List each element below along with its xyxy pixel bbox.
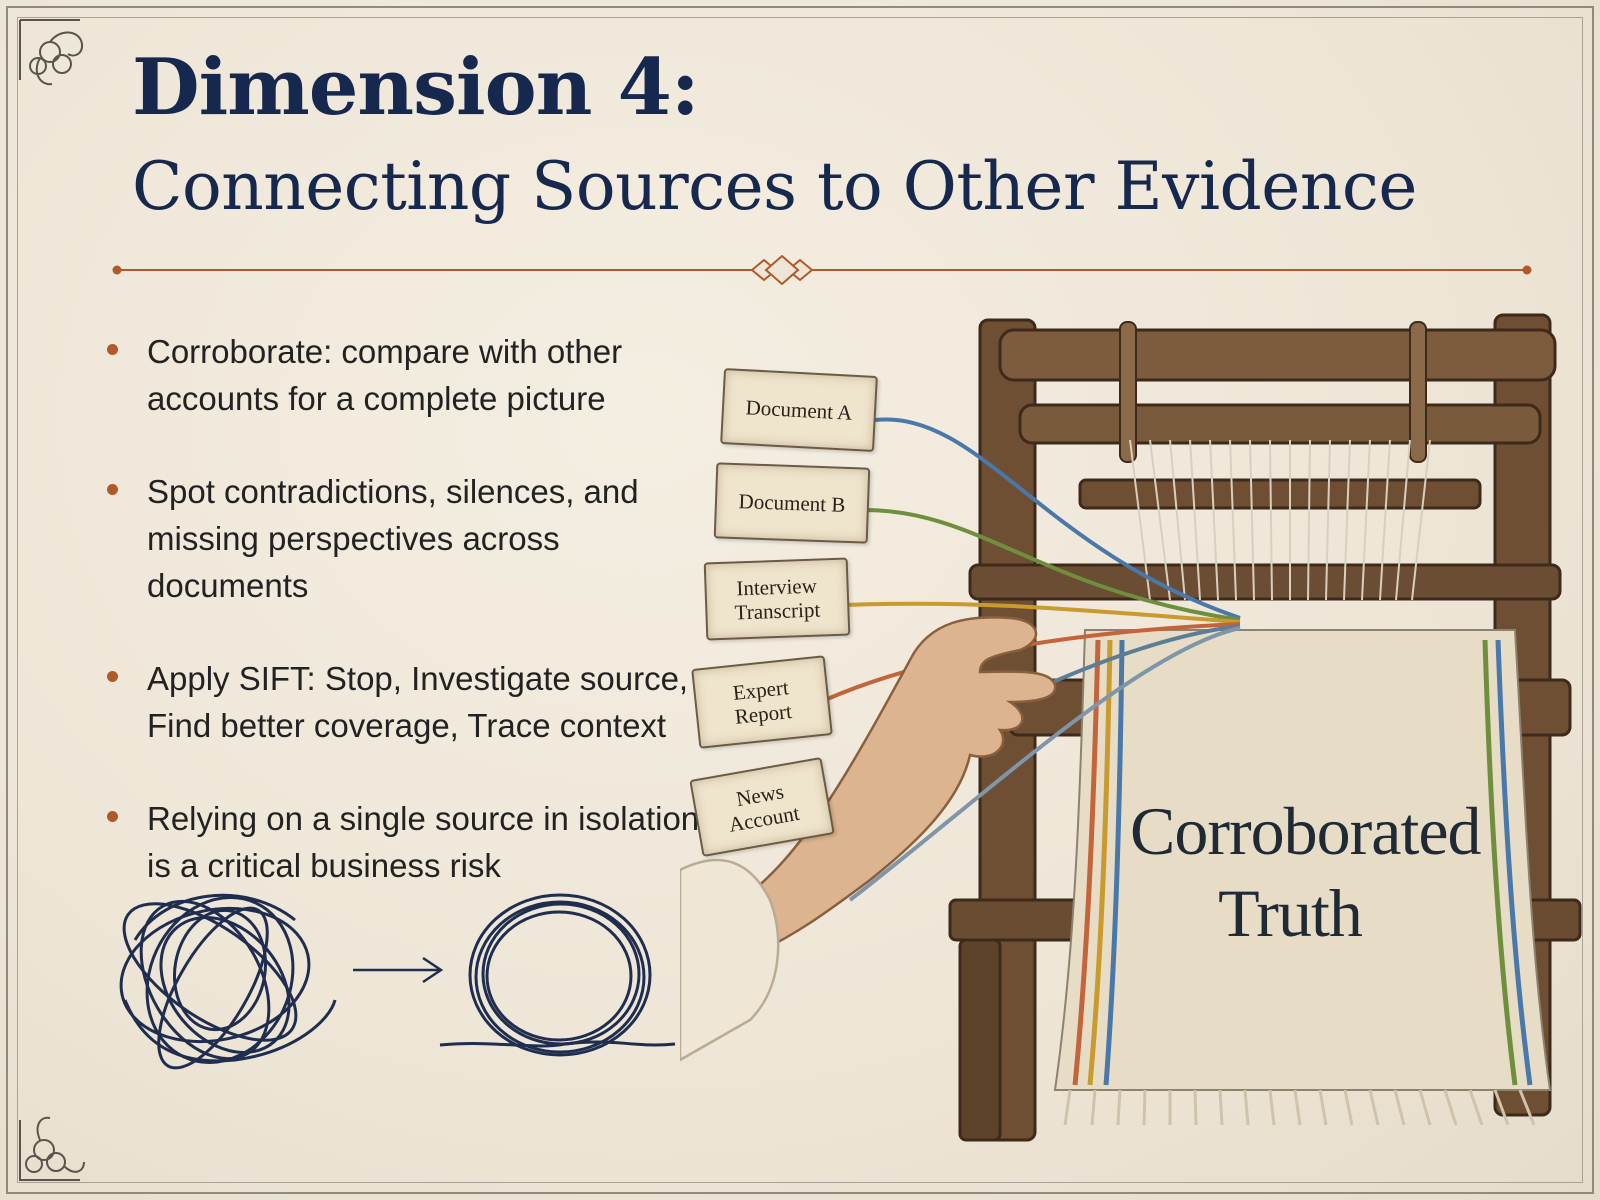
woven-fabric: [1053, 629, 1552, 1091]
tag-label: Document A: [745, 395, 853, 425]
hand-illustration: [680, 616, 1057, 1062]
outer-frame: [6, 6, 1594, 1194]
tag-document-b: Document B: [713, 462, 871, 544]
bullet-line: Relying on a single source in isolation: [147, 800, 700, 837]
bullet-line: Corroborate: compare with other: [147, 333, 623, 370]
bullet-dot: [107, 484, 118, 495]
corner-flourish-icon: [19, 1116, 85, 1181]
tangled-thread-icon: [119, 893, 337, 1070]
bullet-item: Corroborate: compare with other accounts…: [105, 328, 725, 422]
bullet-item: Spot contradictions, silences, and missi…: [105, 468, 725, 609]
bullet-item: Relying on a single source in isolation …: [105, 795, 725, 889]
bullet-dot: [107, 671, 118, 682]
tag-label: Document B: [738, 489, 846, 517]
tag-label: Expert Report: [731, 675, 793, 729]
fabric-label: Corroborated Truth: [1130, 790, 1482, 954]
tag-label: Interview Transcript: [733, 574, 820, 625]
tag-label: News Account: [723, 777, 801, 837]
fabric-label-line: Corroborated: [1130, 793, 1482, 869]
warp-threads: [1129, 439, 1431, 601]
bullet-dot: [107, 811, 118, 822]
bullet-line: Spot contradictions, silences, and: [147, 473, 639, 510]
tag-label-line: Report: [733, 699, 793, 729]
tag-label-line: Transcript: [734, 597, 821, 625]
tag-label-line: Interview: [735, 573, 818, 601]
tag-document-a: Document A: [720, 368, 878, 452]
bullet-list: Corroborate: compare with other accounts…: [105, 328, 725, 935]
loom-illustration: [680, 313, 1582, 1142]
thread-transformation-illustration: [119, 893, 676, 1070]
divider-diamond-icon: [112, 255, 1532, 285]
fabric-fringe: [1063, 1089, 1536, 1126]
inner-frame: [17, 17, 1583, 1183]
corner-flourish-icon: [19, 19, 84, 86]
bullet-line: is a critical business risk: [147, 847, 501, 884]
bullet-line: accounts for a complete picture: [147, 380, 606, 417]
bullet-dot: [107, 344, 118, 355]
bullet-line: Find better coverage, Trace context: [147, 707, 667, 744]
tag-expert-report: Expert Report: [691, 655, 833, 749]
fabric-label-line: Truth: [1218, 875, 1363, 951]
bullet-line: Apply SIFT: Stop, Investigate source,: [147, 660, 689, 697]
coiled-thread-icon: [439, 893, 676, 1057]
bullet-line: missing perspectives across documents: [147, 520, 560, 604]
bullet-item: Apply SIFT: Stop, Investigate source, Fi…: [105, 655, 725, 749]
page-subtitle: Connecting Sources to Other Evidence: [132, 148, 1417, 225]
page-title: Dimension 4:: [132, 42, 700, 133]
tag-interview-transcript: Interview Transcript: [703, 557, 851, 641]
arrow-right-icon: [353, 956, 444, 984]
